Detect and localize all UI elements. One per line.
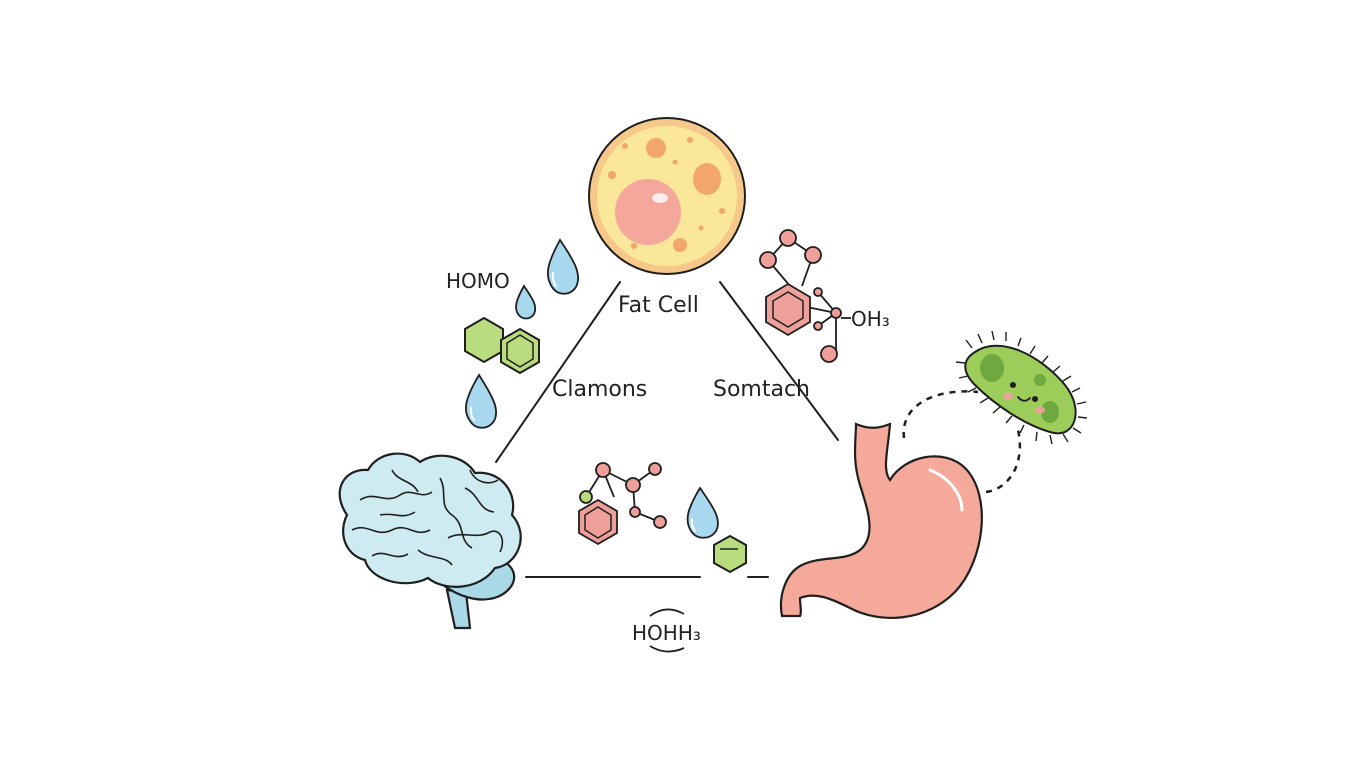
line-fatcell-to-stomach <box>719 281 839 441</box>
formula-bottom-arcs <box>649 608 685 653</box>
line-fatcell-to-brain <box>495 281 621 463</box>
formula-bottom-label: HOHH₃ <box>632 621 701 645</box>
connector-lines <box>495 281 839 578</box>
bacterium-icon <box>955 330 1088 445</box>
droplet-highlights <box>469 272 696 532</box>
hexagon-small-icon <box>713 534 747 574</box>
fat-cell-icon <box>588 117 746 275</box>
fat-cell-label: Fat Cell <box>618 293 699 318</box>
water-droplet-icon <box>465 238 719 539</box>
molecule-structure-icon <box>759 229 851 363</box>
stomach-icon <box>779 422 983 620</box>
left-edge-label: Clamons <box>552 377 647 402</box>
formula-right-label: OH₃ <box>851 307 890 331</box>
brain-icon <box>338 452 522 630</box>
right-edge-label: Somtach <box>713 377 810 402</box>
molecule-structure-bottom-icon <box>578 462 667 546</box>
dashed-connector <box>902 390 1022 494</box>
formula-left-label: HOMO <box>446 269 510 293</box>
hexagon-molecule-icon <box>464 316 540 375</box>
